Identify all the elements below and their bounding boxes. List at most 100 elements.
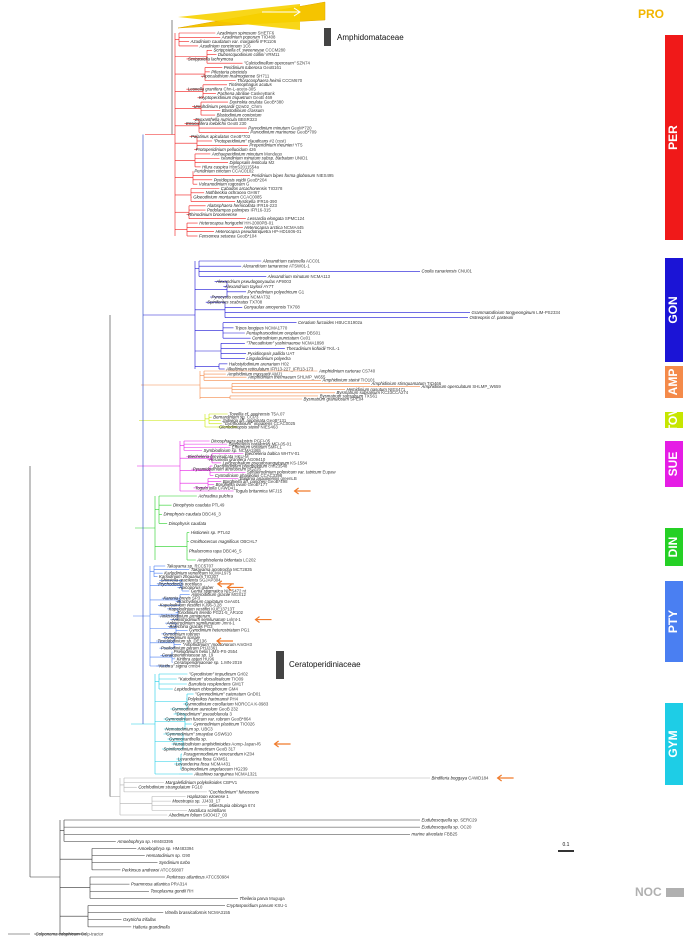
leaf-label: Ptychodiscus noctiluca [158, 581, 202, 586]
leaf-label: "Thecadinium" yashimaense NCMA1898 [246, 341, 324, 346]
ceratoperidiniaceae-label: Ceratoperidiniaceae [289, 660, 361, 669]
leaf-name: Alexandrium taylorii [224, 284, 264, 289]
clade-label-gym: GYM [666, 730, 680, 757]
leaf-label: Alkeltinium reticulatum IFR13-227_IFR13-… [225, 366, 314, 371]
leaf-name: Alatosphaera hemicollata [206, 203, 256, 208]
leaf-accession: NCMA1321 [234, 771, 258, 776]
leaf-accession: AP9003 [275, 279, 292, 284]
leaf-name: Cryptosporidium parvum [227, 903, 274, 908]
leaf-accession: TX708 [286, 305, 300, 310]
leaf-label: Syndinium turbo [159, 860, 191, 865]
leaf-accession: GeoB*131 [265, 418, 287, 423]
leaf-label: Apicoporus glaber [178, 585, 214, 590]
leaf-label: Lessardia elongata SPMC124 [247, 216, 305, 221]
leaf-label: Spiniferodinium limneticum GeoB 317 [164, 746, 237, 751]
leaf-accession: NCMA1898 [301, 341, 325, 346]
leaf-label: Kapelodinium vestifici KJ96-3.28 [160, 603, 223, 608]
leaf-accession: SPE04 [349, 396, 364, 401]
leaf-label: Heterocapsa horiguchii HH-2000PB-01 [199, 220, 274, 225]
leaf-label: Alexandrium pseudogonyaulax AP9003 [215, 279, 292, 284]
clade-bar-per [665, 35, 683, 240]
leaf-label: Bispinodinium angelaceum HG239 [181, 766, 248, 771]
leaf-accession: GeoB 232 [218, 706, 239, 711]
leaf-name: Euduboscquella sp. [422, 825, 460, 830]
leaf-name: Hemidinium nasutum [347, 387, 388, 392]
leaf-accession: CBPV1 [222, 780, 238, 785]
leaf-accession: 674 [247, 803, 256, 808]
leaf-name: Amphisolenia bidentata [196, 557, 242, 562]
leaf-label: Psammosa atlantica PRA314 [131, 882, 188, 887]
leaf-accession: Chn-L-aceto-305 [222, 87, 256, 92]
leaf-label: Haplozoon ezoense 1 [187, 794, 229, 799]
leaf-name: Islandinium minutum subsp. barbatum [221, 156, 294, 161]
leaf-label: Polykrikos hartmannii PH4 [188, 696, 239, 701]
leaf-label: Effrenium voratum SMFL1 [232, 445, 283, 450]
leaf-name: Apocalathium malmogiense [201, 74, 255, 79]
leaf-name: Paragymnodinium verecundum [184, 751, 244, 756]
leaf-name: Oxytricha trifallax [123, 917, 157, 922]
leaf-label: Coolia canariensis CNU01 [422, 269, 473, 274]
leaf-name: Ankistrodinium semilunatum [166, 621, 221, 626]
leaf-name: Nothbeckia ochracea [206, 190, 247, 195]
leaf-name: Coolia canariensis [422, 269, 458, 274]
leaf-accession: CCCM670 [281, 78, 303, 83]
leaf-label: Borghiella ovum GeoB*177 [216, 482, 268, 487]
leaf-label: Pfiesteria piscicida [211, 69, 247, 74]
leaf-accession: RCC5707 [193, 563, 214, 568]
leaf-accession: GeoB*177 [246, 482, 268, 487]
leaf-accession: SHLMP_W655 [296, 375, 326, 380]
leaf-name: Jadwiga aff. applanata [221, 418, 266, 423]
highlight-arrow-icon [293, 487, 311, 495]
leaf-name: Sphaerodinium polonicum var. tatricum [247, 470, 322, 475]
leaf-label: Levanderina fissa GXMS1 [178, 756, 229, 761]
highlight-arrow-icon [226, 583, 244, 591]
leaf-accession: TIO378 [267, 186, 283, 191]
leaf-name: Dinophysis caudata [163, 512, 201, 517]
leaf-name: Gymnodinium plasticum [193, 721, 239, 726]
leaf-label: Achradina pulchra [197, 493, 233, 498]
leaf-name: Podolampas palmipes [207, 207, 250, 212]
leaf-accession: TXS61 [363, 393, 378, 398]
leaf-label: "Gymnodinium" smaydae GSW610 [165, 731, 232, 736]
leaf-accession: TIO307 [203, 574, 219, 579]
leaf-label: Sphaerodinium polonicum var. tatricum Eu… [247, 470, 337, 475]
leaf-label: Preperidinium meunieri YT5 [249, 143, 303, 148]
leaf-name: Lingulodinium polyedra [246, 356, 291, 361]
leaf-name: "Dissodinium" pseudolunula [175, 711, 229, 716]
leaf-label: Amoebophrya sp. HM483395 [116, 839, 174, 844]
leaf-accession: SGJAP304 [198, 578, 221, 583]
leaf-accession: RH [186, 889, 193, 894]
leaf-name: Levanderina fissa [178, 756, 212, 761]
leaf-label: Togula britannica MFJ15 [235, 488, 283, 493]
leaf-accession: MFI-05-01 [270, 442, 292, 447]
leaf-name: Perkinsus atlanticus [166, 874, 205, 879]
leaf-label: Halteria grandinella [133, 924, 171, 929]
leaf-accession: PH4 [228, 696, 238, 701]
leaf-name: Tintinnophagus acutus [229, 82, 273, 87]
leaf-name: Tripos longipes [235, 325, 265, 330]
leaf-name: Togula jolla [195, 485, 217, 490]
leaf-label: Ansanella granifera AG09410 [208, 457, 266, 462]
leaf-name: Azadinium caudatum var. margalefii [190, 39, 260, 44]
leaf-name: Grammatodinium tongyeonginum [472, 310, 536, 315]
leaf-accession: KZ04 [243, 751, 255, 756]
leaf-accession: 1 [225, 794, 229, 799]
leaf-name: Peridinium bipes forma globosum [251, 173, 315, 178]
leaf-name: Baldinia anauniensis [240, 476, 280, 481]
leaf-label: Ankistrodinium semilunatum Lvlmt-1 [171, 617, 242, 622]
leaf-name: Bysmatrum subsalsum [337, 390, 381, 395]
leaf-label: Leonella granifera Chn-L-aceto-305 [188, 87, 256, 92]
leaf-accession: HM483394 [171, 846, 194, 851]
leaf-accession: GrI02 [236, 671, 249, 676]
leaf-label: "Gyrodinium" impudicum GrI02 [189, 671, 249, 676]
leaf-name: Pyramidodinium atrofuscum [193, 467, 247, 472]
leaf-name: Scrippsiella cf. sweeneyae [214, 48, 265, 53]
leaf-label: Alexandrium minutum NCMA113 [267, 274, 331, 279]
leaf-accession: NIES471 [387, 387, 406, 392]
leaf-label: marine alveolate FBB25 [412, 832, 458, 837]
leaf-label: "Kirithra" sigma crmb4 [158, 663, 201, 668]
leaf-accession: Eupaw [321, 470, 336, 475]
leaf-name: Blastodinium crassum [222, 108, 264, 113]
leaf-name: Noctiluca scintillans [189, 808, 227, 813]
leaf-accession: LIMS-PS-2554 [208, 649, 238, 654]
